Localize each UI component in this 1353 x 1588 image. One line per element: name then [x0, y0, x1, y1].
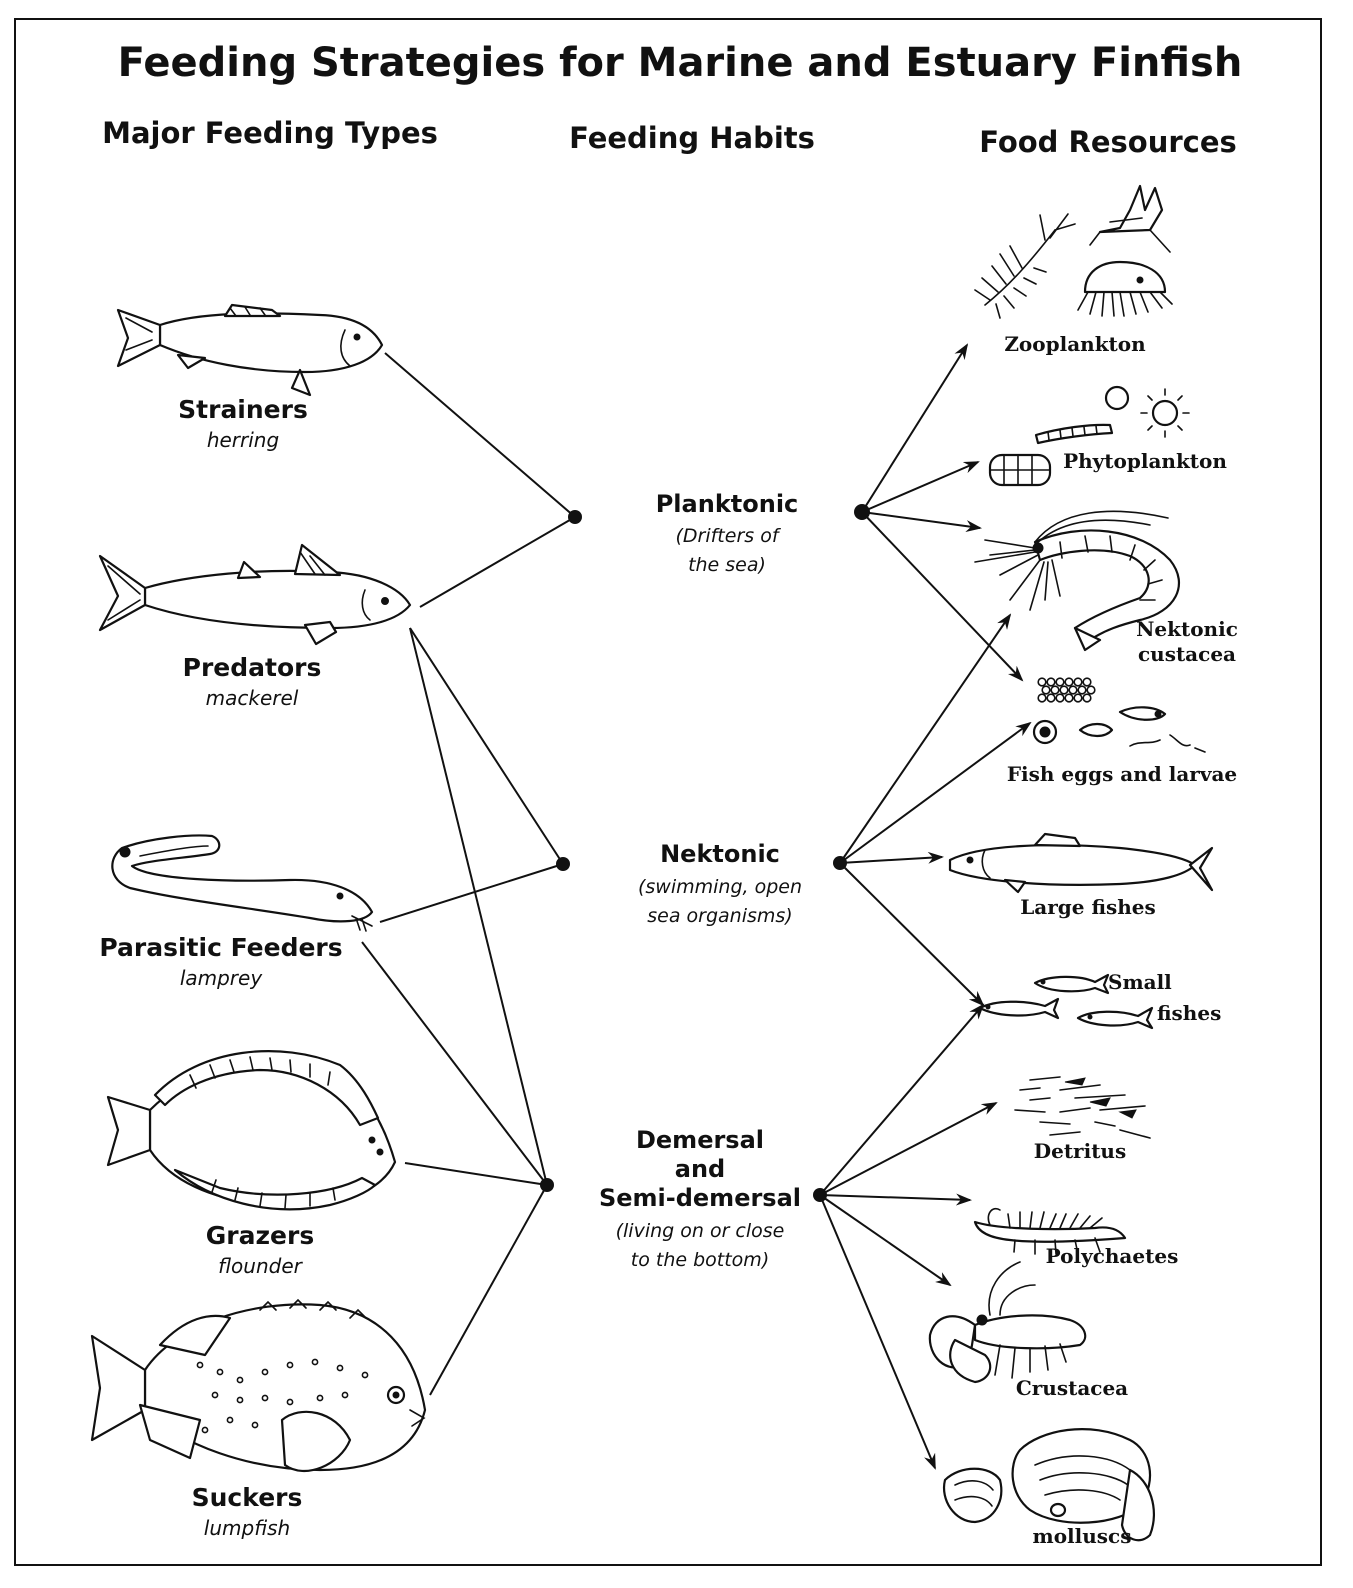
fish-eggs-icon	[1034, 678, 1205, 752]
habit-name: Demersal	[636, 1126, 764, 1154]
resource-label: Phytoplankton	[1063, 449, 1227, 473]
habit-node-planktonic	[568, 510, 582, 524]
habit-name: Nektonic	[660, 840, 780, 868]
resource-polychaetes: Polychaetes	[1046, 1244, 1179, 1268]
feeding-type-grazers: Grazers flounder	[206, 1221, 314, 1278]
resource-label: Zooplankton	[1004, 332, 1146, 356]
habit-name: Planktonic	[656, 490, 799, 518]
habit-description: to the bottom)	[631, 1249, 769, 1271]
arrow-nektonic-to-large-fishes	[840, 857, 942, 863]
feeding-type-example: flounder	[218, 1254, 304, 1278]
feeding-type-example: herring	[207, 428, 279, 452]
connector-grazers-to-demersal	[405, 1163, 547, 1185]
feeding-type-strainers: Strainers herring	[178, 395, 308, 452]
arrow-demersal-to-detritus	[820, 1103, 996, 1195]
feeding-habit-nektonic: Nektonic (swimming, open sea organisms)	[638, 840, 802, 927]
lobster-icon	[930, 1262, 1085, 1382]
feeding-habit-demersal: Demersal and Semi-demersal (living on or…	[599, 1126, 801, 1271]
resource-label: Detritus	[1034, 1139, 1126, 1163]
arrow-nektonic-to-fish-eggs-larvae	[840, 723, 1030, 863]
resource-label: Polychaetes	[1046, 1244, 1179, 1268]
resource-phytoplankton: Phytoplankton	[1063, 449, 1227, 473]
feeding-type-name: Strainers	[178, 395, 308, 424]
feeding-type-predators: Predators mackerel	[183, 653, 322, 710]
resource-crustacea: Crustacea	[1016, 1376, 1128, 1400]
column-heading-habits: Feeding Habits	[569, 121, 815, 155]
habit-name: Semi-demersal	[599, 1184, 801, 1212]
habit-description: (swimming, open	[638, 876, 802, 898]
large-fish-icon	[950, 834, 1212, 892]
herring-icon	[118, 305, 382, 395]
habit-description: sea organisms)	[647, 905, 792, 927]
habit-node-nektonic-out	[833, 856, 847, 870]
resource-zooplankton: Zooplankton	[1004, 332, 1146, 356]
habit-node-demersal-out	[813, 1188, 827, 1202]
feeding-type-name: Suckers	[192, 1483, 303, 1512]
resource-detritus: Detritus	[1034, 1139, 1126, 1163]
habit-name: and	[675, 1155, 725, 1183]
resource-nektonic-crustacea: Nektonic custacea	[1136, 617, 1238, 666]
resource-label: fishes	[1157, 1001, 1221, 1025]
habit-node-nektonic	[556, 857, 570, 871]
flounder-icon	[108, 1051, 395, 1209]
resource-label: custacea	[1138, 642, 1236, 666]
habit-node-demersal	[540, 1178, 554, 1192]
resource-label: Large fishes	[1020, 895, 1156, 919]
zooplankton-icon	[975, 186, 1172, 318]
arrow-nektonic-to-nektonic-crustacea	[840, 615, 1010, 863]
connector-predators-to-nektonic	[410, 628, 563, 864]
habit-description: the sea)	[688, 554, 766, 576]
habit-description: (Drifters of	[675, 525, 781, 547]
habit-resource-arrows	[820, 345, 1030, 1468]
resource-large-fishes: Large fishes	[1020, 895, 1156, 919]
feeding-type-name: Grazers	[206, 1221, 314, 1250]
arrow-demersal-to-small-fishes	[820, 1005, 983, 1195]
arrow-nektonic-to-small-fishes	[840, 863, 983, 1005]
connector-parasitic-to-nektonic	[380, 864, 563, 922]
feeding-type-parasitic: Parasitic Feeders lamprey	[99, 933, 342, 990]
feeding-habit-planktonic: Planktonic (Drifters of the sea)	[656, 490, 799, 576]
mackerel-icon	[100, 545, 410, 644]
connector-predators-to-planktonic	[420, 517, 575, 607]
diagram-title: Feeding Strategies for Marine and Estuar…	[118, 40, 1243, 86]
lumpfish-icon	[92, 1300, 425, 1471]
column-heading-types: Major Feeding Types	[102, 116, 438, 150]
habit-node-planktonic-out	[854, 504, 870, 520]
column-heading-resources: Food Resources	[979, 125, 1237, 159]
connector-strainers-to-planktonic	[385, 353, 575, 517]
feeding-type-example: mackerel	[206, 686, 299, 710]
feeding-type-example: lumpfish	[204, 1516, 290, 1540]
type-habit-connections	[362, 353, 575, 1395]
feeding-type-suckers: Suckers lumpfish	[192, 1483, 303, 1540]
resource-label: Fish eggs and larvae	[1007, 762, 1237, 786]
resource-label: molluscs	[1033, 1524, 1132, 1548]
arrow-planktonic-to-fish-eggs-larvae	[862, 512, 1022, 680]
resource-molluscs: molluscs	[1033, 1524, 1132, 1548]
arrow-planktonic-to-zooplankton	[862, 345, 967, 512]
feeding-type-name: Parasitic Feeders	[99, 933, 342, 962]
resource-fish-eggs-larvae: Fish eggs and larvae	[1007, 762, 1237, 786]
feeding-type-name: Predators	[183, 653, 322, 682]
resource-label: Small	[1108, 970, 1172, 994]
connector-suckers-to-demersal	[430, 1185, 547, 1395]
lamprey-icon	[112, 836, 372, 932]
arrow-demersal-to-polychaetes	[820, 1195, 970, 1200]
habit-description: (living on or close	[616, 1220, 785, 1242]
resource-label: Crustacea	[1016, 1376, 1128, 1400]
arrow-planktonic-to-phytoplankton	[862, 462, 978, 512]
feeding-type-example: lamprey	[180, 966, 264, 990]
arrow-planktonic-to-nektonic-crustacea	[862, 512, 980, 528]
detritus-icon	[1015, 1077, 1150, 1138]
resource-label: Nektonic	[1136, 617, 1238, 641]
